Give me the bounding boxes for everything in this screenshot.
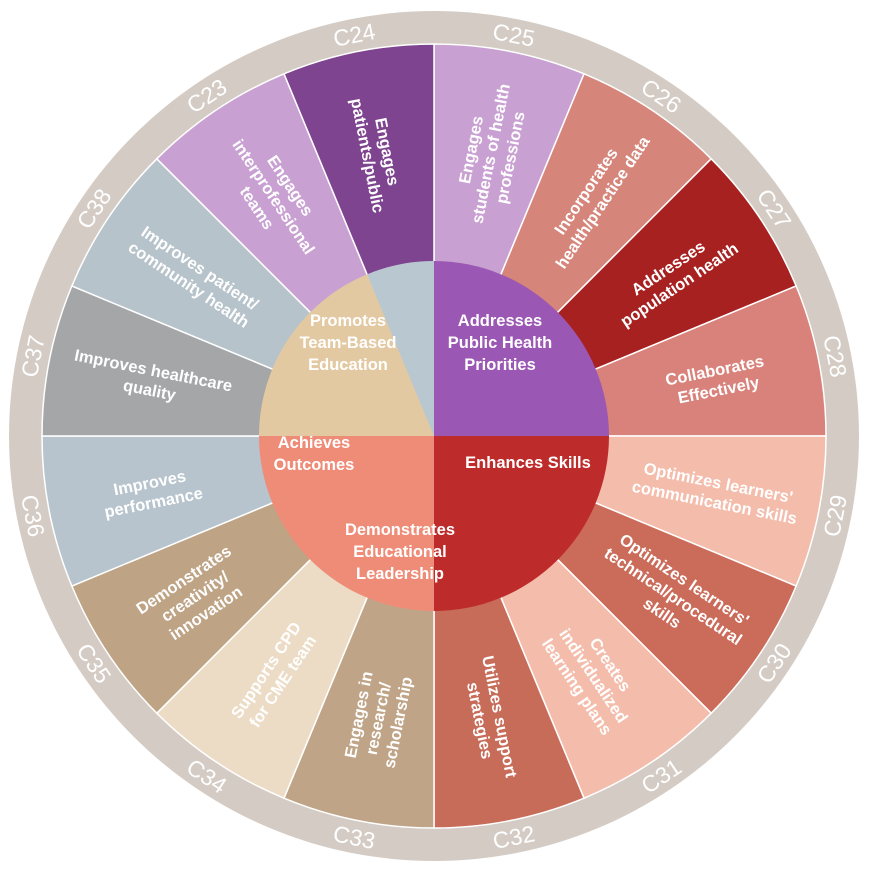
hub-label-line: Demonstrates <box>345 521 455 539</box>
hub-label-line: Addresses <box>458 312 542 330</box>
hub-label-line: Priorities <box>464 356 536 374</box>
hub-label-line: Enhances Skills <box>465 454 591 472</box>
hub-label-line: Promotes <box>310 312 386 330</box>
hub-label-line: Outcomes <box>274 456 355 474</box>
hub-label-line: Leadership <box>356 565 444 583</box>
hub-label-line: Public Health <box>448 334 553 352</box>
segment-label-c30: Optimizes learners'technical/procedurals… <box>590 528 756 666</box>
hub-label-skills: Enhances Skills <box>465 454 591 472</box>
hub-label-line: Education <box>308 356 388 374</box>
hub-team <box>434 261 609 436</box>
hub-leadership <box>259 274 434 436</box>
hub-label-line: Educational <box>353 543 447 561</box>
hub-label-line: Achieves <box>278 434 350 452</box>
hub-skills <box>259 436 434 611</box>
hub-label-line: Team-Based <box>300 334 397 352</box>
hub-outcomes <box>367 261 434 436</box>
hub-public <box>434 436 609 611</box>
